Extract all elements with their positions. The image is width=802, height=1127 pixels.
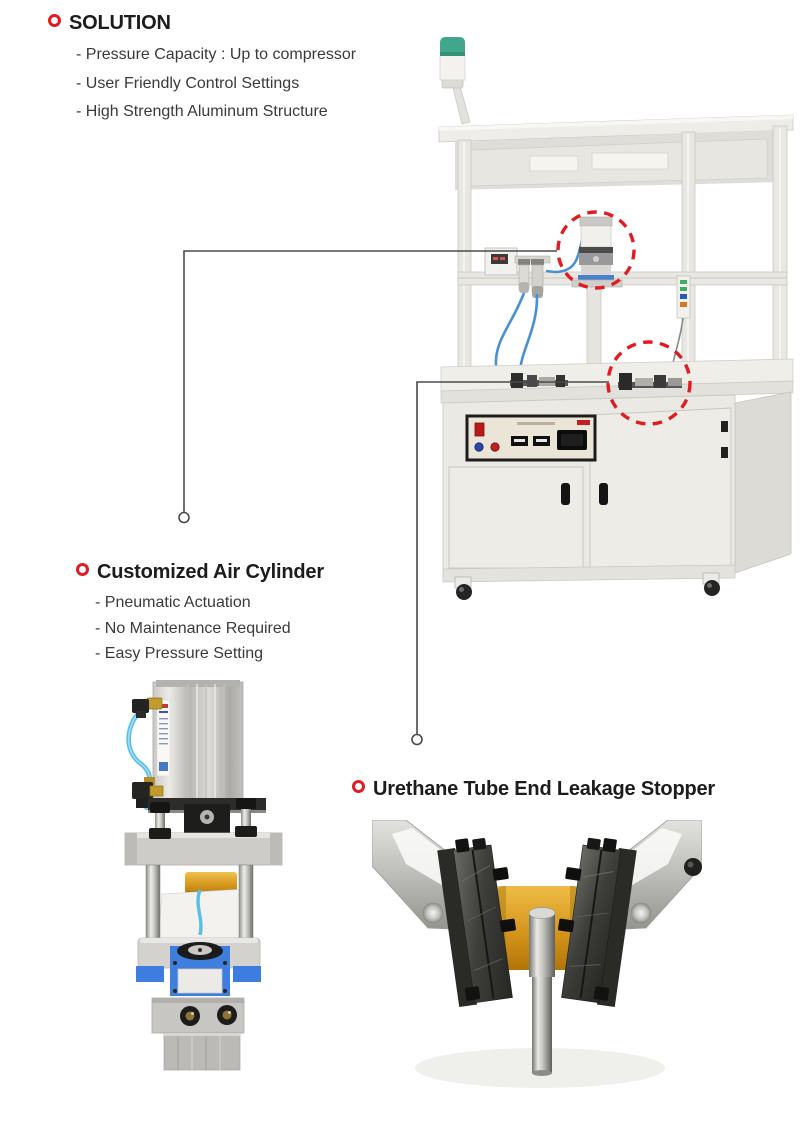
cabinet-left-door — [448, 466, 584, 569]
panel-logo — [577, 420, 590, 425]
urethane-tube-end-clamp-photo — [372, 820, 702, 1088]
list-item: - High Strength Aluminum Structure — [76, 103, 328, 120]
canopy — [438, 114, 794, 190]
leakage-stopper-section: Urethane Tube End Leakage Stopper — [352, 778, 715, 800]
leak-test-machine-photo — [438, 37, 794, 600]
right-clamp-block — [558, 837, 637, 1007]
center-rod — [528, 907, 556, 1076]
power-rocker-switch — [474, 422, 485, 437]
red-button — [490, 442, 500, 452]
bolt-block — [151, 997, 245, 1034]
air-cylinder-title: Customized Air Cylinder — [97, 561, 324, 583]
work-table — [440, 358, 794, 404]
yellow-insert — [185, 872, 237, 895]
cabinet-right-door — [589, 407, 732, 572]
right-door-handle — [599, 483, 608, 505]
air-cylinder-highlight-circle — [556, 210, 636, 290]
right-clamp-fixture — [618, 373, 682, 390]
cylinder-body — [152, 680, 244, 800]
test-air-cylinder — [571, 216, 623, 288]
list-item: - Pressure Capacity : Up to compressor — [76, 46, 357, 63]
blue-button — [474, 442, 484, 452]
top-clamp-plate — [148, 798, 266, 834]
leakage-stopper-title: Urethane Tube End Leakage Stopper — [373, 778, 715, 800]
mid-white-section — [157, 888, 253, 942]
left-clamp-block — [437, 837, 516, 1007]
list-item: - No Maintenance Required — [95, 619, 291, 637]
air-cylinder-item-list: - Pneumatic Actuation - No Maintenance R… — [76, 590, 324, 667]
list-item: - Pneumatic Actuation — [95, 594, 251, 611]
red-ring-bullet-icon — [48, 14, 61, 27]
signal-tower-light — [439, 37, 471, 125]
control-box — [484, 247, 518, 276]
elbow-fittings — [132, 697, 164, 808]
base-extrusion — [163, 1032, 241, 1071]
door-hinge — [721, 447, 728, 458]
air-cylinder-section: Customized Air Cylinder - Pneumatic Actu… — [76, 561, 324, 667]
control-panel — [465, 414, 597, 462]
left-door-handle — [561, 483, 570, 505]
tube-clamp-highlight-circle — [606, 340, 692, 426]
red-ring-bullet-icon — [352, 780, 365, 793]
solution-section: SOLUTION - Pressure Capacity : Up to com… — [48, 12, 356, 127]
guide-rods — [145, 864, 254, 942]
red-ring-bullet-icon — [76, 563, 89, 576]
solution-title: SOLUTION — [69, 12, 171, 34]
list-item: - User Friendly Control Settings — [76, 74, 300, 92]
customized-air-cylinder-photo — [124, 680, 283, 1071]
list-item: - Easy Pressure Setting — [95, 645, 264, 662]
mid-plate — [124, 826, 283, 866]
door-hinge — [721, 421, 728, 432]
solution-item-list: - Pressure Capacity : Up to compressor -… — [48, 41, 356, 127]
lower-clamp-assembly — [136, 937, 261, 996]
